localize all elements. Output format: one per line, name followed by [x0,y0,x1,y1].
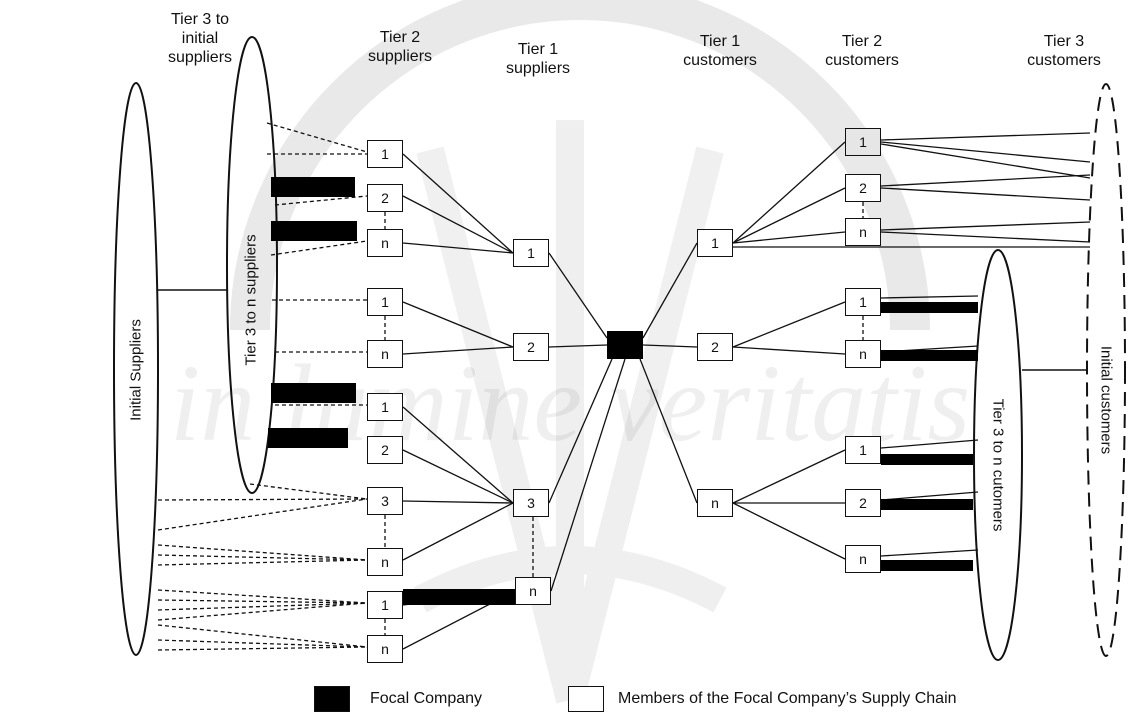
tier2-supplier-node: 1 [367,393,403,421]
tier1-customer-node: 2 [697,333,733,361]
tier2-customer-node: 2 [845,489,881,517]
header-line: suppliers [340,47,460,66]
dashed-link [158,560,367,565]
header-tier3-customers: Tier 3 customers [1004,32,1124,70]
tier1-customer-node: n [697,489,733,517]
legend-focal-swatch [314,686,350,712]
focal-company-bar [271,383,356,403]
focal-company-bar [268,428,348,448]
header-line: customers [660,51,780,70]
header-tier2-customers: Tier 2 customers [802,32,922,70]
dashed-link [250,484,367,499]
header-line: suppliers [120,48,280,67]
solid-link [403,501,513,503]
header-line: Tier 2 [340,28,460,47]
focal-company-node [607,331,643,359]
header-line: Tier 1 [660,32,780,51]
solid-link [881,142,1090,162]
focal-company-bar [271,221,357,241]
label-initial-customers: Initial customers [1098,346,1115,454]
tier1-customer-node: 1 [697,229,733,257]
header-line: Tier 3 [1004,32,1124,51]
tier2-supplier-node: 3 [367,487,403,515]
solid-link [733,188,845,243]
focal-company-bar [881,350,978,361]
header-line: customers [1004,51,1124,70]
header-tier1-customers: Tier 1 customers [660,32,780,70]
header-line: initial [120,29,280,48]
solid-link [881,550,978,556]
focal-company-bar [881,302,978,313]
focal-company-bar [881,499,973,510]
tier2-customer-node: 1 [845,436,881,464]
tier2-supplier-node: n [367,548,403,576]
solid-link [733,503,845,559]
header-line: Tier 1 [478,40,598,59]
dashed-link [158,603,367,620]
header-line: customers [802,51,922,70]
header-line: Tier 3 to [120,10,280,29]
solid-link [881,144,1090,178]
solid-link [881,133,1090,140]
dashed-link [271,241,367,255]
solid-link [881,175,1090,186]
dashed-link [158,545,367,560]
tier2-supplier-node: 2 [367,436,403,464]
tier2-supplier-node: 1 [367,140,403,168]
label-tier3-n-suppliers: Tier 3 to n suppliers [243,234,260,365]
dashed-link [158,625,367,647]
tier1-supplier-node: n [515,577,551,605]
tier2-supplier-node: n [367,340,403,368]
tier2-customer-node: 1 [845,128,881,156]
solid-link [733,302,845,347]
tier2-supplier-node: 1 [367,288,403,316]
legend-members-swatch [568,686,604,712]
focal-company-bar [403,589,515,605]
solid-link [733,232,845,243]
focal-company-bar [881,454,973,465]
tier2-customer-node: n [845,218,881,246]
dashed-link [158,499,367,500]
header-tier3-initial-suppliers: Tier 3 to initial suppliers [120,10,280,67]
dashed-link [158,647,367,650]
dashed-link [158,603,367,610]
tier1-supplier-node: 1 [513,239,549,267]
solid-link [881,492,978,500]
header-tier2-suppliers: Tier 2 suppliers [340,28,460,66]
tier2-customer-node: n [845,340,881,368]
legend-focal-label: Focal Company [370,690,482,708]
tier2-supplier-node: n [367,229,403,257]
solid-link [403,503,513,560]
tier2-supplier-node: n [367,635,403,663]
legend-members-label: Members of the Focal Company’s Supply Ch… [618,690,957,708]
solid-link [733,142,845,243]
tier1-supplier-node: 2 [513,333,549,361]
tier2-supplier-node: 2 [367,184,403,212]
focal-company-bar [271,177,355,197]
focal-company-bar [881,560,973,571]
tier1-supplier-node: 3 [513,489,549,517]
tier2-customer-node: 1 [845,288,881,316]
label-initial-suppliers: Initial Suppliers [128,319,145,421]
label-tier3-n-customers: Tier 3 to n cutomers [990,399,1007,532]
tier2-customer-node: n [845,545,881,573]
dashed-link [158,499,367,530]
tier2-customer-node: 2 [845,174,881,202]
header-line: suppliers [478,59,598,78]
header-line: Tier 2 [802,32,922,51]
solid-link [881,188,1090,200]
header-tier1-suppliers: Tier 1 suppliers [478,40,598,78]
tier2-supplier-node: 1 [367,591,403,619]
